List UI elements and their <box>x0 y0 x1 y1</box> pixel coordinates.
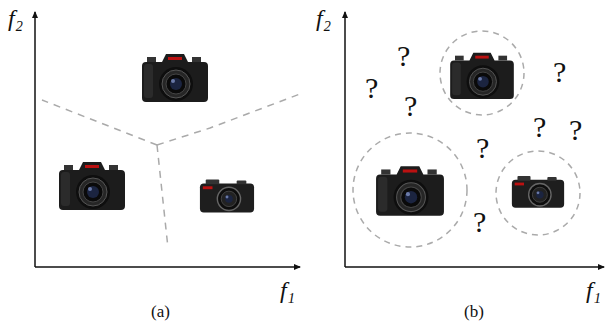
unknown-mark: ? <box>476 133 489 163</box>
unknown-mark: ? <box>397 41 410 71</box>
unknown-mark: ? <box>365 73 378 103</box>
panel-label: (b) <box>464 303 484 320</box>
unknown-mark: ? <box>569 115 582 145</box>
unknown-mark: ? <box>533 112 546 142</box>
axis-label: f₁ <box>586 278 601 302</box>
axis-label: f₂ <box>8 6 23 30</box>
axis-label: f₂ <box>316 6 331 30</box>
unknown-mark: ? <box>404 91 417 121</box>
unknown-mark: ? <box>473 207 486 237</box>
panel-label: (a) <box>151 303 170 320</box>
axis-label: f₁ <box>280 278 295 302</box>
unknown-mark: ? <box>553 57 566 87</box>
